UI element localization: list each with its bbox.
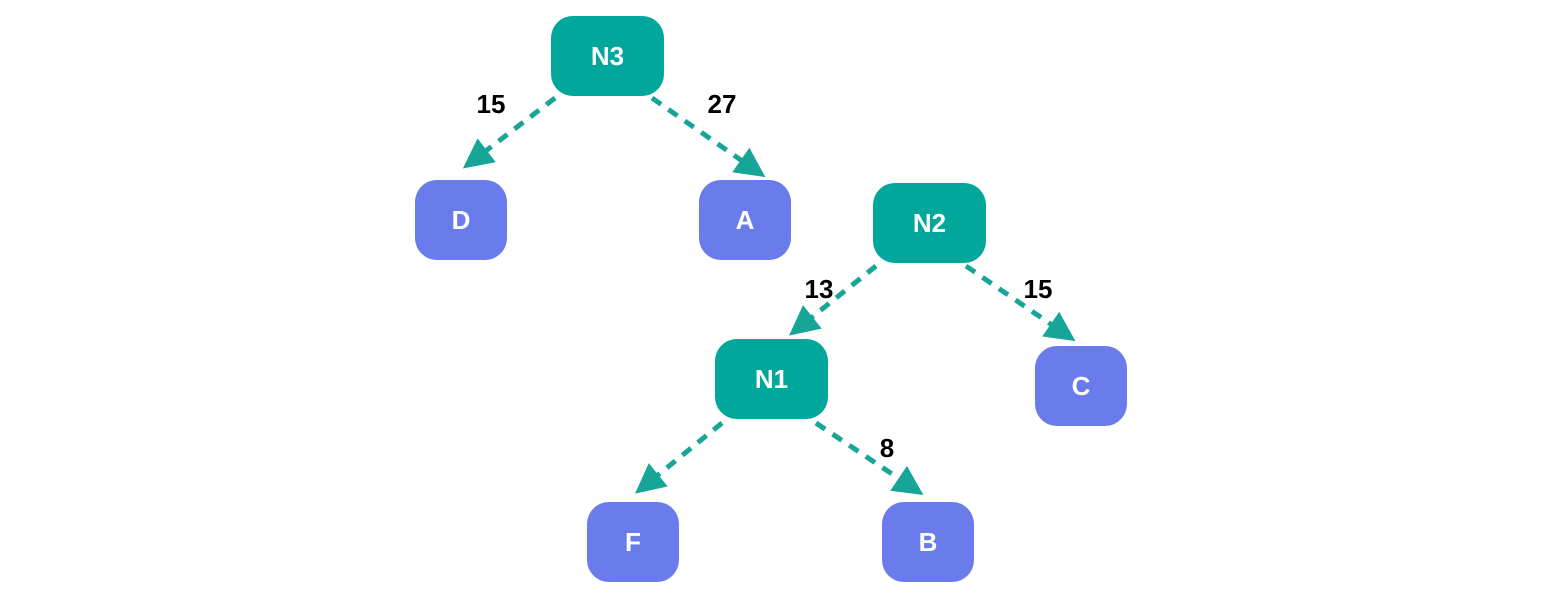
node-c: C: [1035, 346, 1127, 426]
edge-weight-label: 13: [805, 274, 834, 304]
node-n2: N2: [873, 183, 986, 263]
edge-labels-layer: 15 27 13 15 8: [477, 89, 1053, 463]
edges-layer: [462, 95, 1076, 496]
edge-weight-label: 27: [708, 89, 737, 119]
node-f: F: [587, 502, 679, 582]
node-box: [587, 502, 679, 582]
node-d: D: [415, 180, 507, 260]
node-box: [551, 16, 664, 96]
edge-n1-f-arrow: [635, 421, 724, 494]
node-n1: N1: [715, 339, 828, 419]
node-label: N3: [591, 41, 624, 71]
node-box: [415, 180, 507, 260]
node-label: B: [919, 527, 938, 557]
node-label: C: [1072, 371, 1091, 401]
node-a: A: [699, 180, 791, 260]
node-b: B: [882, 502, 974, 582]
node-box: [715, 339, 828, 419]
edge-weight-label: 15: [477, 89, 506, 119]
node-box: [699, 180, 791, 260]
node-label: D: [452, 205, 471, 235]
node-label: N1: [755, 364, 788, 394]
node-label: N2: [913, 208, 946, 238]
edge-weight-label: 8: [880, 433, 894, 463]
node-box: [873, 183, 986, 263]
node-box: [1035, 346, 1127, 426]
edge-n3-d-arrow: [462, 96, 557, 169]
edge-n1-b-arrow: [814, 420, 924, 496]
node-label: A: [736, 205, 755, 235]
node-n3: N3: [551, 16, 664, 96]
edge-n2-n1-arrow: [788, 264, 878, 336]
edge-n2-c-arrow: [964, 263, 1076, 342]
node-label: F: [625, 527, 641, 557]
node-box: [882, 502, 974, 582]
edge-weight-label: 15: [1024, 274, 1053, 304]
edge-n3-a-arrow: [650, 95, 766, 178]
